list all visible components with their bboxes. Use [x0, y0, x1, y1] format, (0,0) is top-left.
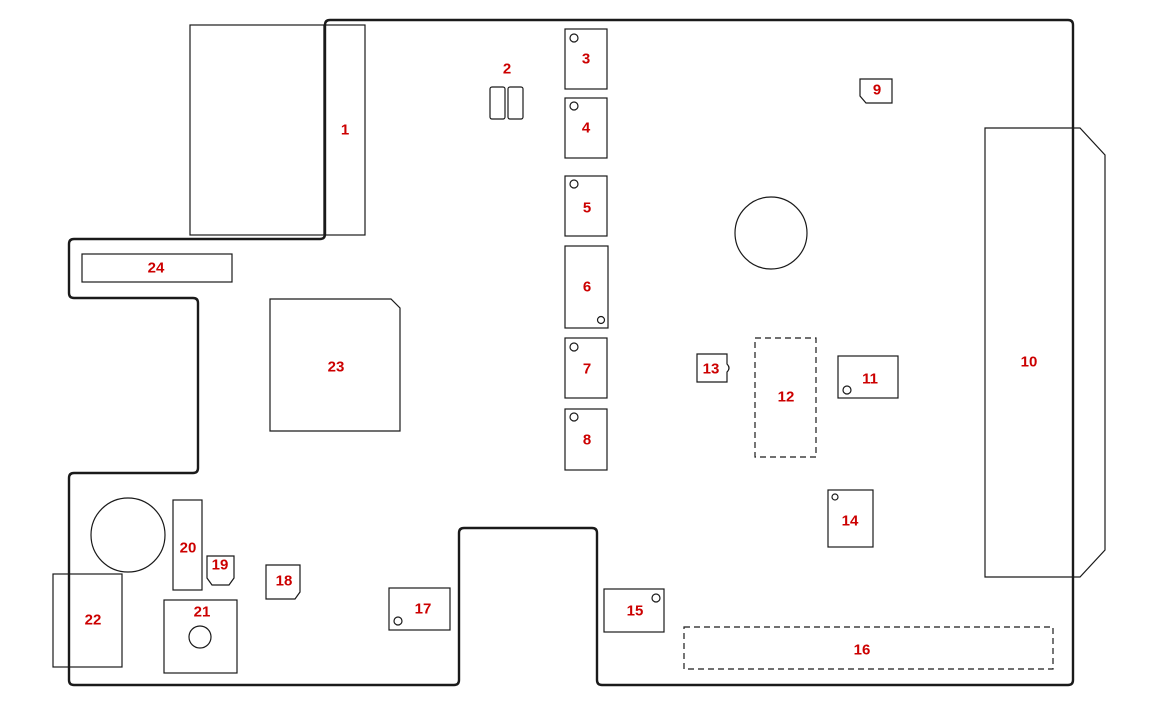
component-14: [827, 489, 874, 548]
component-13: [696, 353, 730, 383]
component-4: [564, 97, 608, 159]
label-12: 12: [778, 389, 795, 406]
component-6: [564, 245, 609, 329]
component-11: [837, 355, 899, 399]
label-13: 13: [703, 361, 720, 378]
label-23: 23: [328, 359, 345, 376]
component-9: [859, 78, 893, 104]
component-12: [754, 337, 817, 458]
component-5: [564, 175, 608, 237]
component-10: [984, 127, 1106, 578]
label-18: 18: [276, 573, 293, 590]
component-1: [189, 24, 366, 236]
label-1: 1: [341, 122, 349, 139]
component-18: [265, 564, 301, 600]
label-9: 9: [873, 82, 881, 99]
component-24: [81, 253, 233, 283]
label-24: 24: [148, 260, 165, 277]
component-16: [683, 626, 1054, 670]
label-11: 11: [862, 371, 878, 388]
label-17: 17: [415, 601, 432, 618]
label-2: 2: [503, 61, 511, 78]
label-21: 21: [194, 604, 211, 621]
label-8: 8: [583, 432, 591, 449]
label-3: 3: [582, 51, 590, 68]
component-22: [52, 573, 123, 668]
component-7: [564, 337, 608, 399]
label-14: 14: [842, 513, 859, 530]
label-6: 6: [583, 279, 591, 296]
component-8: [564, 408, 608, 471]
label-22: 22: [85, 612, 102, 629]
label-7: 7: [583, 361, 591, 378]
component-2: [489, 86, 524, 120]
label-10: 10: [1021, 354, 1038, 371]
label-20: 20: [180, 540, 197, 557]
component-19: [206, 555, 235, 586]
label-5: 5: [583, 200, 591, 217]
label-15: 15: [627, 603, 644, 620]
component-17: [388, 587, 451, 631]
component-15: [603, 588, 665, 633]
component-20: [172, 499, 203, 591]
label-16: 16: [854, 642, 871, 659]
component-3: [564, 28, 608, 90]
label-4: 4: [582, 120, 591, 137]
mounting-circle: [734, 196, 808, 270]
battery-circle: [90, 497, 166, 573]
label-19: 19: [212, 557, 229, 574]
board-outline: [67, 18, 1075, 687]
component-23: [269, 298, 401, 432]
component-21: [163, 599, 238, 674]
